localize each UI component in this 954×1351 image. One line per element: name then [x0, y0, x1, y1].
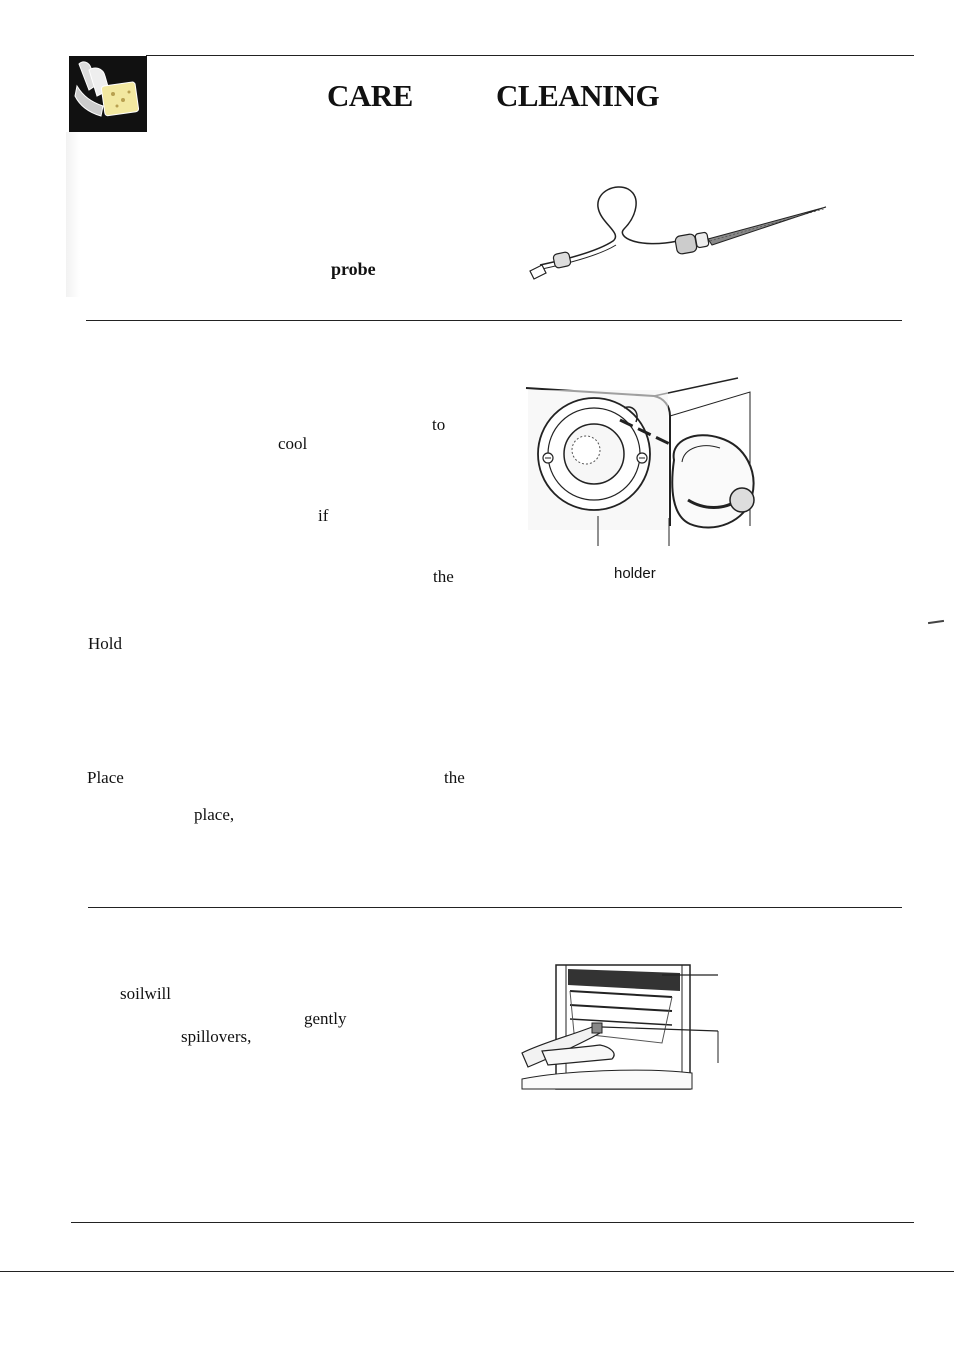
- light-text-hold: Hold: [88, 634, 122, 653]
- light-text-the-2: the: [444, 768, 465, 787]
- light-text-if: if: [318, 506, 329, 525]
- page-bottom-rule: [0, 1271, 954, 1272]
- section-divider-3: [71, 1222, 914, 1223]
- oven-cleaning-illustration: [521, 964, 719, 1090]
- door-text-gently: gently: [304, 1009, 347, 1028]
- light-text-place: Place: [87, 768, 124, 787]
- probe-word: probe: [331, 259, 376, 279]
- light-text-the: the: [433, 567, 454, 586]
- section-divider-1: [86, 320, 902, 321]
- scan-shadow: [66, 132, 80, 297]
- page-title-cleaning: CLEANING: [496, 78, 660, 113]
- page-title-care: CARE: [327, 78, 413, 113]
- oven-light-illustration: [525, 377, 755, 546]
- header-top-rule: [146, 55, 914, 56]
- door-text-soilwill: soilwill: [120, 984, 172, 1003]
- hand-sponge-icon: [69, 56, 147, 132]
- light-text-place-2: place,: [194, 805, 235, 824]
- section-divider-2: [88, 907, 902, 908]
- light-text-cool: cool: [278, 434, 308, 453]
- meat-probe-illustration: [529, 186, 827, 280]
- margin-mark: [927, 619, 945, 625]
- light-holder-label: holder: [614, 565, 656, 582]
- light-text-to: to: [432, 415, 446, 434]
- door-text-spillovers: spillovers,: [181, 1027, 252, 1046]
